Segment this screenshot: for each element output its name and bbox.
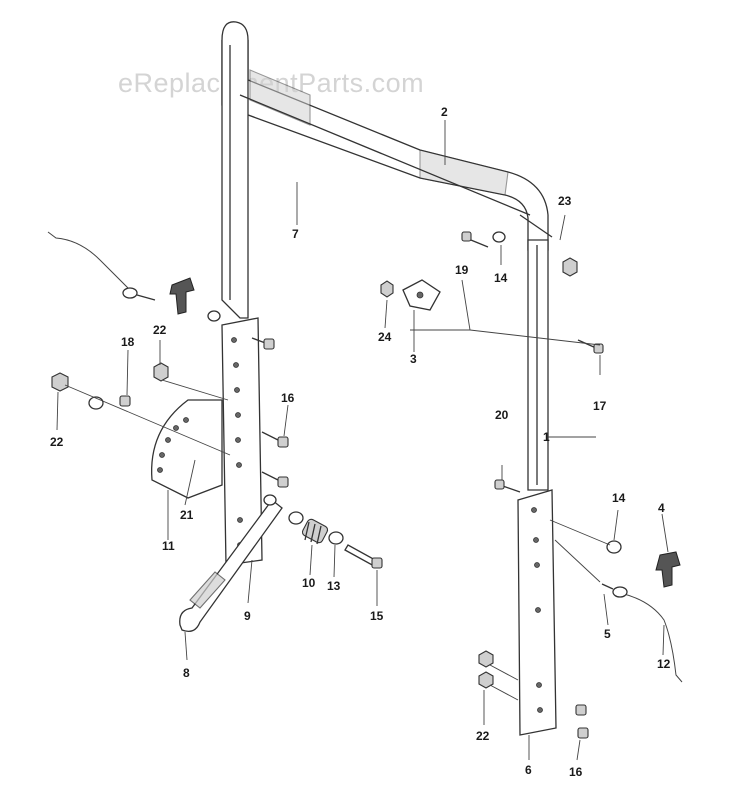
callout-22c: 22 — [476, 729, 490, 743]
callout-18: 18 — [121, 335, 135, 349]
left-bracket-plate — [221, 317, 263, 566]
callout-17: 17 — [593, 399, 607, 413]
callout-3: 3 — [410, 352, 417, 366]
callout-9: 9 — [244, 609, 251, 623]
callout-5: 5 — [604, 627, 611, 641]
left-tube — [221, 40, 531, 319]
handle-bar — [221, 21, 549, 251]
callout-10: 10 — [302, 576, 316, 590]
washers — [88, 231, 622, 554]
callout-19: 19 — [455, 263, 469, 277]
leader-lines — [56, 120, 669, 761]
callout-6: 6 — [525, 763, 532, 777]
right-bracket-plate — [517, 489, 557, 736]
callout-24: 24 — [378, 330, 392, 344]
callout-12: 12 — [657, 657, 671, 671]
callout-21: 21 — [180, 508, 194, 522]
callout-22b: 22 — [50, 435, 64, 449]
callout-11: 11 — [162, 539, 175, 553]
callout-4: 4 — [658, 501, 665, 515]
callout-16b: 16 — [569, 765, 583, 779]
callout-16a: 16 — [281, 391, 295, 405]
knob-right — [655, 551, 681, 588]
callout-22a: 22 — [153, 323, 167, 337]
callouts: 1 2 3 4 5 6 7 8 9 10 11 12 13 14 14 15 1… — [50, 105, 671, 779]
callout-14b: 14 — [612, 491, 626, 505]
callout-7: 7 — [292, 227, 299, 241]
spring — [301, 518, 329, 545]
knob-left — [169, 277, 195, 315]
bolts — [119, 214, 604, 739]
lever-arm — [179, 499, 283, 633]
callout-8: 8 — [183, 666, 190, 680]
clip-bracket — [402, 279, 441, 311]
callout-1: 1 — [543, 430, 550, 444]
right-tube — [527, 239, 549, 491]
callout-2: 2 — [441, 105, 448, 119]
callout-13: 13 — [327, 579, 341, 593]
callout-23: 23 — [558, 194, 572, 208]
callout-15: 15 — [370, 609, 384, 623]
adjustment-plate — [150, 399, 223, 499]
cable-left — [47, 231, 156, 301]
callout-20: 20 — [495, 408, 509, 422]
callout-14a: 14 — [494, 271, 508, 285]
cable-right — [601, 583, 683, 683]
nuts — [51, 257, 578, 689]
